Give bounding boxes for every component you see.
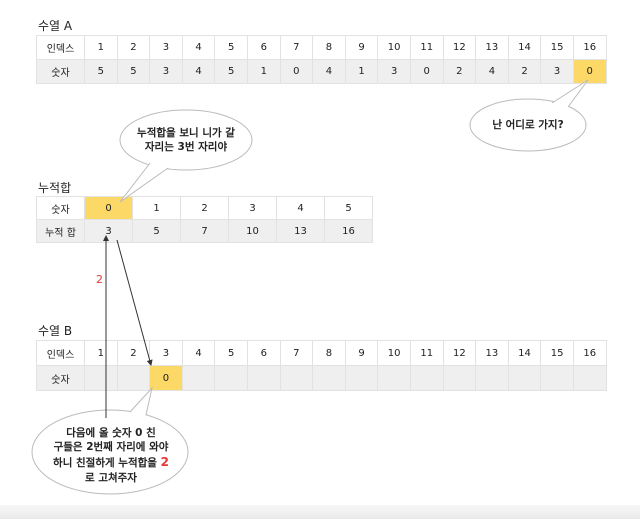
bottom-bubble-line-1: 다음에 올 숫자 0 친 bbox=[66, 427, 156, 439]
section-a-title: 수열 A bbox=[38, 19, 73, 33]
table-cell bbox=[279, 365, 314, 391]
row-header-cell: 숫자 bbox=[36, 59, 85, 84]
table-cell: 7 bbox=[180, 219, 229, 243]
table-cell: 5 bbox=[214, 59, 248, 84]
table-cell: 16 bbox=[572, 340, 607, 366]
table-cell: 4 bbox=[181, 35, 216, 60]
table-cell: 0 bbox=[409, 59, 444, 84]
table-cell: 5 bbox=[116, 59, 151, 84]
table-cell: 4 bbox=[312, 59, 346, 84]
row-header-cell: 인덱스 bbox=[36, 35, 85, 60]
table-cell: 11 bbox=[409, 340, 444, 366]
table-cell bbox=[116, 365, 151, 391]
table-cell bbox=[214, 365, 248, 391]
table-cell: 0 bbox=[572, 59, 607, 84]
number-row-b: 숫자 0 bbox=[36, 365, 607, 391]
top-bubble-line-2: 자리는 3번 자리야 bbox=[144, 141, 228, 154]
table-cell: 16 bbox=[324, 219, 373, 243]
table-cell: 0 bbox=[84, 196, 133, 220]
top-speech-bubble bbox=[119, 109, 253, 203]
table-cell: 14 bbox=[507, 340, 542, 366]
bottom-bubble-line-2: 구들은 2번째 자리에 와야 bbox=[53, 441, 169, 454]
table-cell: 5 bbox=[84, 59, 118, 84]
table-cell bbox=[246, 365, 281, 391]
table-cell: 5 bbox=[214, 35, 248, 60]
table-cell: 2 bbox=[116, 340, 151, 366]
table-cell: 10 bbox=[228, 219, 277, 243]
bottom-bubble-line-3: 하니 친절하게 누적합을 2 bbox=[38, 454, 184, 470]
row-header-cell: 숫자 bbox=[36, 365, 85, 391]
table-cell bbox=[409, 365, 444, 391]
table-cell: 7 bbox=[279, 35, 314, 60]
section-b-title: 수열 B bbox=[38, 324, 73, 338]
table-cell: 4 bbox=[475, 59, 509, 84]
table-cell: 9 bbox=[344, 35, 379, 60]
table-cell bbox=[442, 365, 477, 391]
row-header-cell: 누적 합 bbox=[36, 219, 85, 243]
top-bubble-text: 누적합을 보니 니가 갈 자리는 3번 자리야 bbox=[124, 126, 248, 154]
table-cell: 2 bbox=[507, 59, 542, 84]
arrow-label: 2 bbox=[96, 273, 103, 286]
table-cell: 14 bbox=[507, 35, 542, 60]
right-bubble-text: 난 어디로 가지? bbox=[492, 119, 564, 131]
table-cell: 0 bbox=[149, 365, 183, 391]
table-cell: 10 bbox=[377, 35, 411, 60]
bottom-bar bbox=[0, 505, 640, 519]
table-cell: 5 bbox=[132, 219, 181, 243]
table-cell: 1 bbox=[246, 59, 281, 84]
table-cell: 10 bbox=[377, 340, 411, 366]
row-header-cell: 인덱스 bbox=[36, 340, 85, 366]
table-cell bbox=[572, 365, 607, 391]
table-cell: 7 bbox=[279, 340, 314, 366]
table-cell bbox=[377, 365, 411, 391]
table-cell: 1 bbox=[84, 35, 118, 60]
bottom-bubble-line-4: 로 고쳐주자 bbox=[85, 471, 137, 484]
top-bubble-line-1: 누적합을 보니 니가 갈 bbox=[137, 127, 235, 139]
table-cell bbox=[312, 365, 346, 391]
table-cell: 3 bbox=[149, 59, 183, 84]
bottom-bubble-text: 다음에 올 숫자 0 친 구들은 2번째 자리에 와야 하니 친절하게 누적합을… bbox=[38, 426, 184, 485]
table-cell: 8 bbox=[312, 340, 346, 366]
arrow-to-sequence-b bbox=[116, 239, 153, 366]
prefix-sum-title: 누적합 bbox=[38, 181, 72, 195]
table-cell: 3 bbox=[377, 59, 411, 84]
table-cell: 2 bbox=[116, 35, 151, 60]
table-cell: 2 bbox=[442, 59, 477, 84]
right-speech-bubble bbox=[469, 79, 589, 152]
bottom-bubble-red-number: 2 bbox=[160, 455, 169, 470]
table-cell bbox=[181, 365, 216, 391]
table-cell: 3 bbox=[84, 219, 133, 243]
bottom-bubble-line-3a: 하니 친절하게 누적합을 bbox=[53, 457, 161, 470]
table-cell: 1 bbox=[344, 59, 379, 84]
table-cell: 13 bbox=[276, 219, 325, 243]
table-cell: 0 bbox=[279, 59, 314, 84]
table-cell: 4 bbox=[181, 59, 216, 84]
bottom-speech-bubble bbox=[31, 386, 189, 495]
table-cell: 4 bbox=[276, 196, 325, 220]
